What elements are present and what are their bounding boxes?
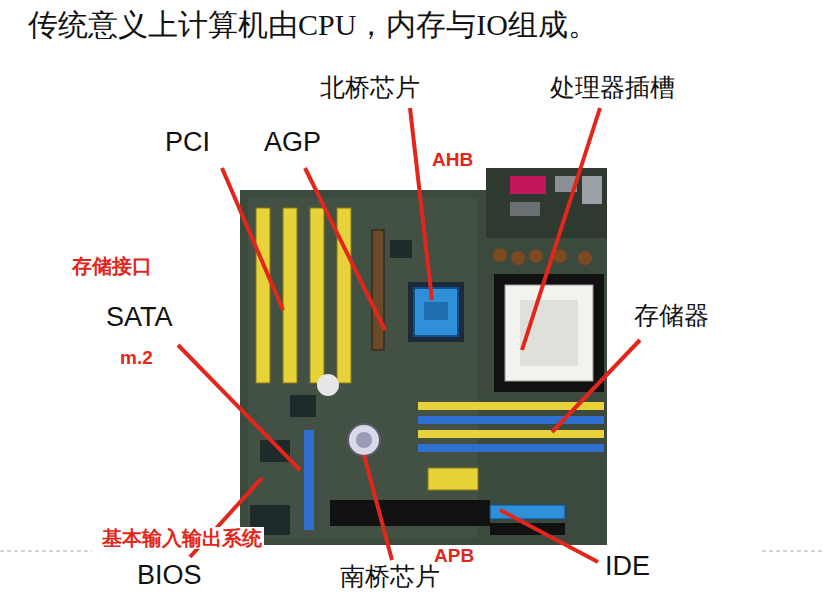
power-connector: [428, 468, 478, 490]
north-bridge-heatsink: [408, 282, 464, 342]
part-label: 南桥芯片: [338, 563, 442, 591]
part-label: 北桥芯片: [318, 74, 422, 102]
capacitor: [317, 374, 339, 396]
pci-slot: [283, 208, 297, 383]
pci-slot: [310, 208, 324, 383]
part-label: SATA: [104, 303, 175, 333]
capacitor: [511, 251, 525, 265]
leader-line: [222, 168, 283, 310]
ram-slot: [418, 416, 604, 424]
leader-line: [305, 168, 385, 330]
io-panel: [486, 168, 607, 238]
parallel-port: [510, 176, 546, 194]
leader-line: [364, 455, 392, 560]
slide-border: [0, 551, 92, 552]
bus-annotation: m.2: [118, 348, 155, 369]
part-label: 处理器插槽: [548, 74, 677, 102]
chip: [390, 240, 412, 258]
leader-line: [178, 345, 300, 470]
board-area: [248, 198, 478, 538]
leader-line: [500, 510, 598, 562]
leader-line: [552, 340, 640, 432]
connector-bar: [330, 500, 490, 526]
part-label: 存储器: [632, 302, 711, 330]
part-label: PCI: [163, 128, 212, 158]
bus-annotation: 存储接口: [70, 255, 154, 277]
capacitor: [493, 248, 507, 262]
part-label: AGP: [262, 128, 323, 158]
chip: [290, 395, 316, 417]
slide-title: 传统意义上计算机由CPU，内存与IO组成。: [26, 8, 600, 41]
bus-annotation: 基本输入输出系统: [100, 527, 264, 549]
part-label: IDE: [603, 552, 652, 582]
cpu-socket: [505, 285, 593, 381]
agp-slot: [372, 230, 384, 350]
audio-port: [582, 176, 602, 204]
pci-slot: [256, 208, 270, 383]
slide-border: [762, 551, 823, 552]
cpu-socket-frame: [494, 274, 604, 392]
serial-port: [510, 202, 540, 216]
part-label: BIOS: [135, 561, 204, 591]
north-bridge-chip: [414, 288, 458, 336]
ram-slot: [418, 444, 604, 452]
blue-slot: [304, 430, 314, 530]
leader-line: [410, 108, 432, 300]
south-bridge-chip: [348, 424, 380, 456]
capacitor: [529, 249, 543, 263]
ram-slot: [418, 430, 604, 438]
north-bridge-die: [424, 302, 448, 320]
south-bridge-core: [356, 432, 372, 448]
capacitor: [578, 251, 592, 265]
bus-annotation: AHB: [430, 150, 475, 171]
leader-line: [522, 108, 600, 350]
